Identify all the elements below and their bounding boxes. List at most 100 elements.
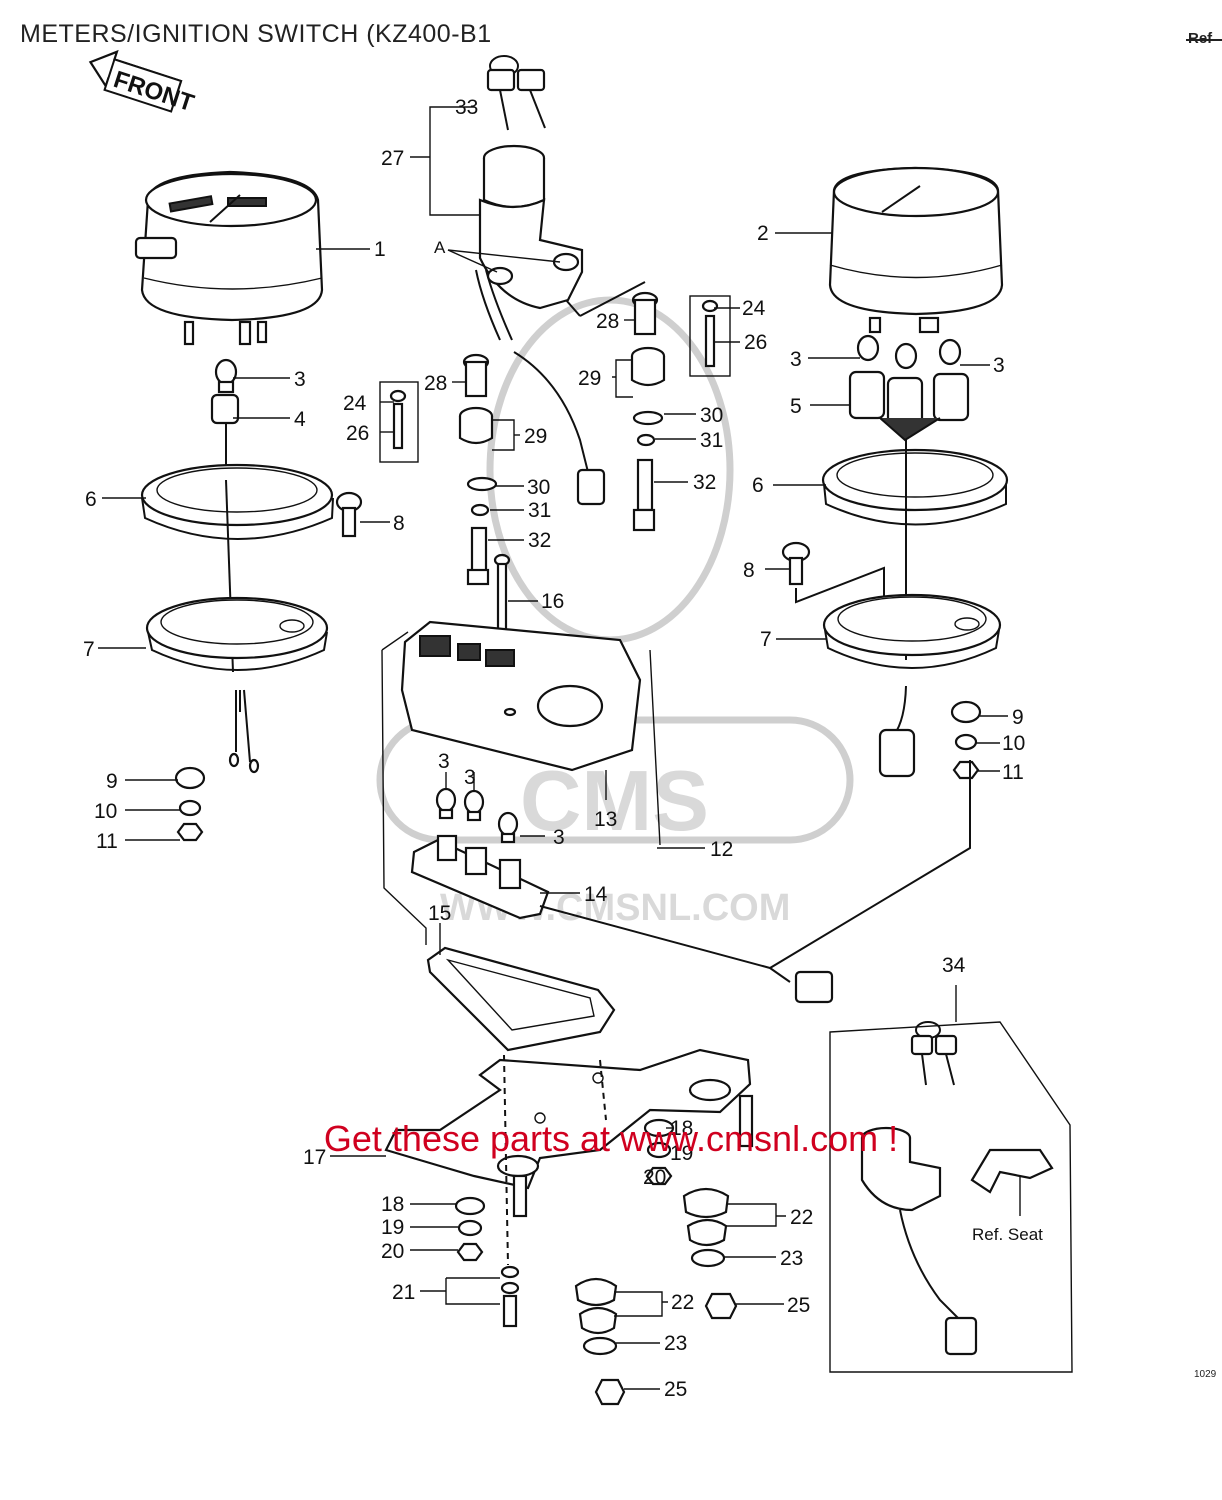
keys — [486, 55, 546, 131]
label-29: 29 — [524, 425, 547, 448]
hardware-stack-22-25-left — [574, 1277, 626, 1406]
label-19: 19 — [670, 1142, 693, 1165]
label-23: 23 — [664, 1332, 687, 1355]
label-24: 24 — [742, 297, 766, 320]
label-26: 26 — [346, 422, 369, 445]
label-20: 20 — [643, 1166, 666, 1189]
label-24: 24 — [343, 392, 367, 415]
label-11: 11 — [96, 830, 118, 853]
switch-hardware-right — [630, 291, 666, 532]
grommet-pin-right — [701, 299, 719, 368]
bolt-right — [781, 541, 885, 604]
bolt-left — [335, 491, 363, 538]
label-7: 7 — [83, 638, 95, 661]
label-34: 34 — [942, 954, 966, 977]
label-16: 16 — [541, 590, 564, 613]
meter-case-left — [145, 596, 329, 774]
hardware-stack-18-20-right — [643, 1118, 675, 1186]
leader-lines — [98, 106, 1008, 1390]
mounting-bracket — [384, 1048, 754, 1218]
indicator-bulbs — [435, 787, 519, 844]
right-bulb-sockets — [848, 334, 970, 442]
label-28: 28 — [424, 372, 447, 395]
label-30: 30 — [527, 476, 550, 499]
label-20: 20 — [381, 1240, 404, 1263]
label-14: 14 — [584, 883, 608, 906]
label-18: 18 — [670, 1117, 693, 1140]
label-9: 9 — [1012, 706, 1024, 729]
switch-hardware-left — [458, 353, 498, 586]
label-32: 32 — [693, 471, 716, 494]
label-3: 3 — [993, 354, 1005, 377]
label-10: 10 — [94, 800, 117, 823]
page-title: METERS/IGNITION SWITCH (KZ400-B1 — [20, 20, 492, 48]
meter-cover-right — [821, 448, 1009, 526]
label-8: 8 — [743, 559, 755, 582]
label-a: A — [434, 238, 446, 257]
label-29: 29 — [578, 367, 601, 390]
label-8: 8 — [393, 512, 405, 535]
label-10: 10 — [1002, 732, 1025, 755]
label-31: 31 — [700, 429, 723, 452]
label-22: 22 — [671, 1291, 694, 1314]
label-3: 3 — [438, 750, 450, 773]
ref-corner-underline — [1186, 39, 1222, 41]
label-22: 22 — [790, 1206, 813, 1229]
speedometer — [134, 170, 324, 346]
meter-base — [426, 946, 616, 1052]
label-17: 17 — [303, 1146, 326, 1169]
label-27: 27 — [381, 147, 404, 170]
grommet-pin-left — [389, 389, 407, 450]
cta-link[interactable]: Get these parts at www.cmsnl.com ! — [323, 1118, 899, 1159]
diagram-code: 1029 — [1194, 1369, 1217, 1380]
left-bulb-socket — [210, 358, 240, 480]
watermark-logo: CMS — [520, 754, 709, 849]
ignition-switch — [475, 144, 584, 341]
hardware-stack-21 — [500, 1265, 520, 1328]
label-3: 3 — [553, 826, 565, 849]
label-19: 19 — [381, 1216, 404, 1239]
label-3: 3 — [790, 348, 802, 371]
label-6: 6 — [752, 474, 764, 497]
hardware-stack-22-25-right — [682, 1187, 738, 1320]
front-arrow: FRONT — [88, 49, 198, 117]
label-32: 32 — [528, 529, 551, 552]
indicator-housing — [400, 620, 642, 772]
label-3: 3 — [294, 368, 306, 391]
part-labels: 1 2 3 3 3 3 3 3 4 5 6 6 7 7 8 8 9 9 10 1… — [83, 96, 1043, 1401]
label-26: 26 — [744, 331, 767, 354]
tachometer — [828, 166, 1004, 334]
label-13: 13 — [594, 808, 617, 831]
label-18: 18 — [381, 1193, 404, 1216]
label-30: 30 — [700, 404, 723, 427]
label-25: 25 — [787, 1294, 810, 1317]
label-12: 12 — [710, 838, 733, 861]
label-2: 2 — [757, 222, 769, 245]
grommet-stack-left — [174, 766, 206, 842]
label-25: 25 — [664, 1378, 687, 1401]
label-1: 1 — [374, 238, 386, 261]
cms-watermark: CMS WWW.CMSNL.COM — [376, 296, 854, 929]
meter-case-right — [822, 593, 1002, 778]
label-28: 28 — [596, 310, 619, 333]
label-6: 6 — [85, 488, 97, 511]
hardware-stack-18-20-left — [454, 1196, 486, 1262]
meter-cover-left — [140, 463, 334, 540]
label-9: 9 — [106, 770, 118, 793]
label-ref-seat: Ref. Seat — [972, 1225, 1043, 1244]
label-15: 15 — [428, 902, 451, 925]
label-3: 3 — [464, 766, 476, 789]
label-11: 11 — [1002, 761, 1024, 784]
label-31: 31 — [528, 499, 551, 522]
socket-bracket — [410, 834, 550, 920]
grommet-stack-right — [950, 700, 982, 780]
ignition-switch-assembly-box — [829, 985, 1073, 1373]
label-7: 7 — [760, 628, 772, 651]
label-21: 21 — [392, 1281, 415, 1304]
label-33: 33 — [455, 96, 478, 119]
label-4: 4 — [294, 408, 306, 431]
label-5: 5 — [790, 395, 802, 418]
ref-corner-label: Ref — [1188, 30, 1212, 47]
label-23: 23 — [780, 1247, 803, 1270]
